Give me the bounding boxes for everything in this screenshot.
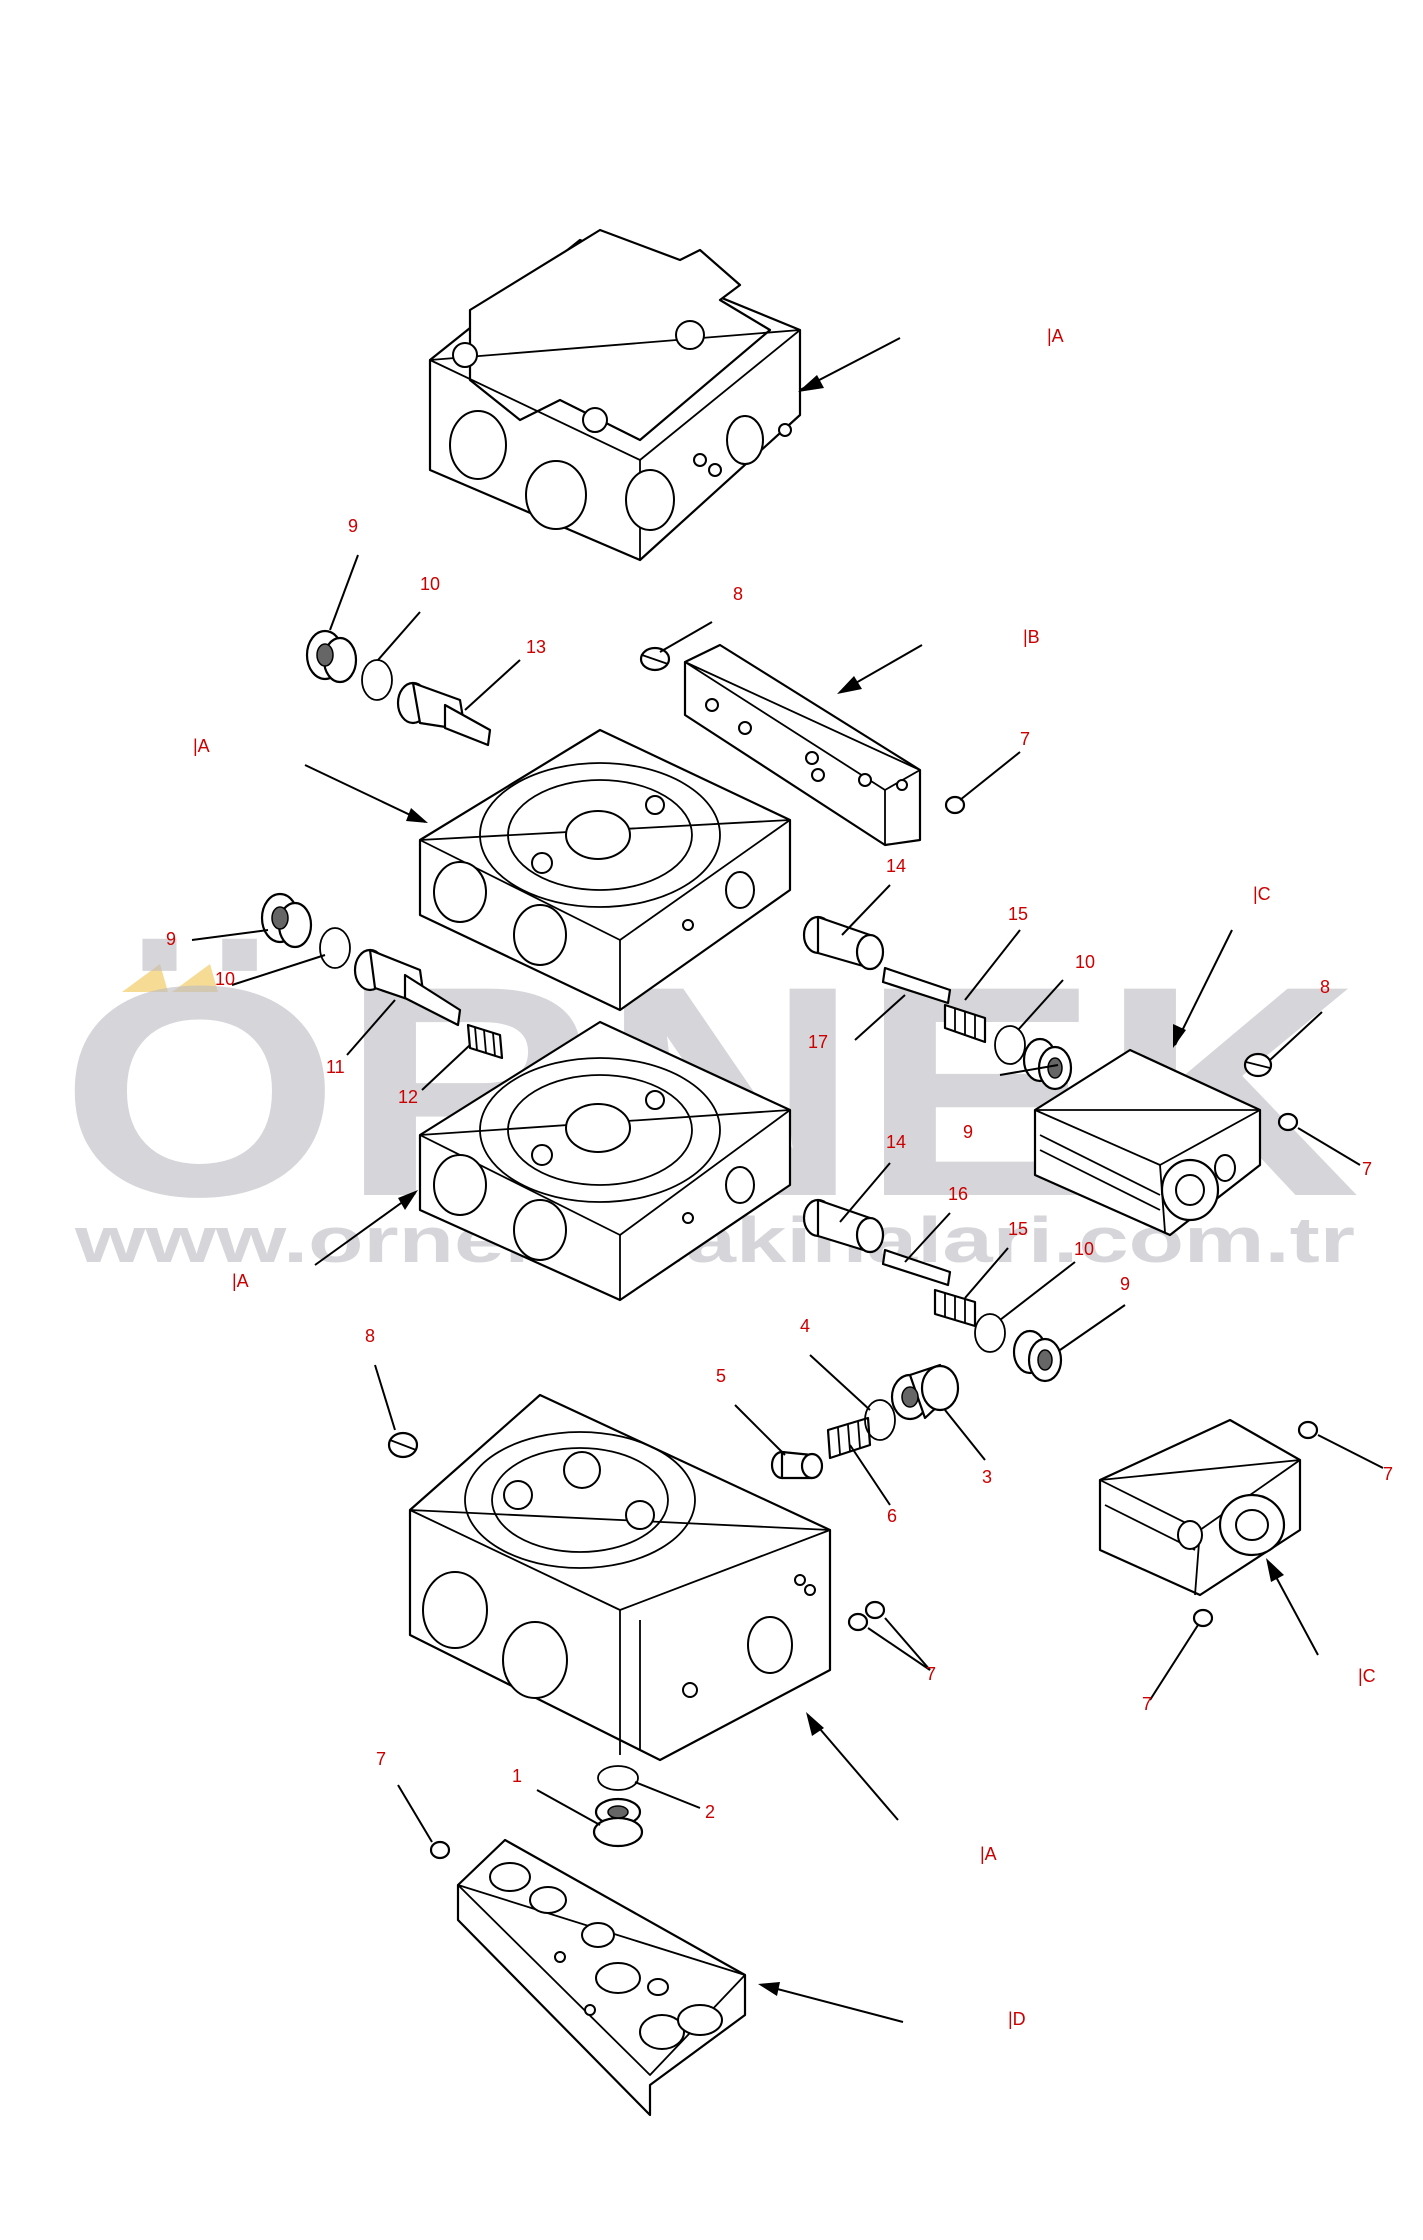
bolt-8-upper [639, 646, 671, 672]
callout-label: 9 [348, 516, 358, 536]
plug-3 [890, 1363, 960, 1421]
callout-label: 13 [526, 637, 546, 657]
screw-7-plate-b [944, 795, 966, 815]
callout-label: 2 [705, 1802, 715, 1822]
callout-label: 9 [166, 929, 176, 949]
o-ring-10-right-upper [994, 1025, 1026, 1065]
o-ring-2 [597, 1765, 639, 1791]
callout-label: |C [1358, 1666, 1376, 1686]
poppet-5 [770, 1450, 824, 1480]
callout-label: |A [232, 1271, 249, 1291]
callout-label: |A [193, 736, 210, 756]
callout-label: 7 [1142, 1694, 1152, 1714]
pin-16 [881, 1248, 952, 1287]
callout-label: 7 [1020, 729, 1030, 749]
poppet-11 [353, 948, 462, 1027]
callout-label: 14 [886, 1132, 906, 1152]
cover-c-upper [1033, 1048, 1262, 1237]
plug-9-upper [305, 629, 358, 684]
side-plate-b [683, 643, 922, 847]
spring-15-upper [943, 1003, 987, 1044]
callout-label: 15 [1008, 1219, 1028, 1239]
plug-1 [592, 1797, 644, 1848]
valve-body-bottom [408, 1393, 832, 1762]
plug-9-right-lower [1012, 1329, 1063, 1383]
callout-label: 17 [808, 1032, 828, 1052]
callout-label: 10 [1075, 952, 1095, 972]
watermark-accent-right [172, 964, 218, 992]
callout-label: 14 [886, 856, 906, 876]
callout-label: |B [1023, 627, 1040, 647]
screw-7-cover-c-top [1297, 1420, 1319, 1440]
plug-9-mid-left [260, 892, 313, 949]
callout-label: 5 [716, 1366, 726, 1386]
screw-7-plate-d [429, 1840, 451, 1860]
valve-section-upper [418, 728, 792, 1012]
callout-label: |A [1047, 326, 1064, 346]
valve-body-top [428, 228, 802, 562]
callout-label: 3 [982, 1467, 992, 1487]
plug-9-right-upper [1022, 1037, 1073, 1091]
screw-7-cover-c-upper [1277, 1112, 1299, 1132]
callout-label: |C [1253, 884, 1271, 904]
callout-label: 9 [1120, 1274, 1130, 1294]
bottom-plate-d [456, 1838, 747, 2117]
valve-section-lower [418, 1020, 792, 1302]
callout-label: |D [1008, 2009, 1026, 2029]
o-ring-10-right-lower [974, 1313, 1006, 1353]
o-ring-10-upper [361, 659, 393, 701]
callout-label: 9 [963, 1122, 973, 1142]
bolt-8-cover-c [1243, 1052, 1273, 1078]
callout-label: |A [980, 1844, 997, 1864]
o-ring-4 [864, 1399, 896, 1441]
o-ring-10-mid-left [319, 927, 351, 969]
callout-label: 10 [420, 574, 440, 594]
spool-14-upper [802, 915, 885, 971]
callout-label: 7 [1362, 1159, 1372, 1179]
callout-label: 7 [1383, 1464, 1393, 1484]
callout-label: 8 [733, 584, 743, 604]
cover-c-lower [1098, 1418, 1302, 1597]
callout-label: 7 [926, 1664, 936, 1684]
watermark-accent-left [122, 964, 168, 992]
spring-15-lower [933, 1288, 977, 1328]
callout-label: 10 [1074, 1239, 1094, 1259]
callout-label: 15 [1008, 904, 1028, 924]
callout-label: 8 [365, 1326, 375, 1346]
screw-7-cover-c-bottom [1192, 1608, 1214, 1628]
callout-label: 7 [376, 1749, 386, 1769]
spring-6 [826, 1416, 872, 1460]
spool-14-lower [802, 1198, 885, 1254]
callout-label: 1 [512, 1766, 522, 1786]
spring-12 [466, 1023, 504, 1060]
callout-label: 16 [948, 1184, 968, 1204]
leader-lines [191, 337, 1384, 2023]
pin-17 [881, 966, 952, 1005]
screws-7-bottom-body [847, 1600, 886, 1632]
callout-label: 12 [398, 1087, 418, 1107]
poppet-13 [396, 681, 492, 747]
callout-label: 10 [215, 969, 235, 989]
bolt-8-lower [387, 1431, 419, 1459]
callout-label: 8 [1320, 977, 1330, 997]
callout-labels: |A 9 10 13 8 |B 7 |A 14 |C 15 10 8 9 10 … [166, 326, 1393, 2029]
callout-label: 6 [887, 1506, 897, 1526]
callout-label: 4 [800, 1316, 810, 1336]
callout-label: 11 [326, 1057, 345, 1077]
